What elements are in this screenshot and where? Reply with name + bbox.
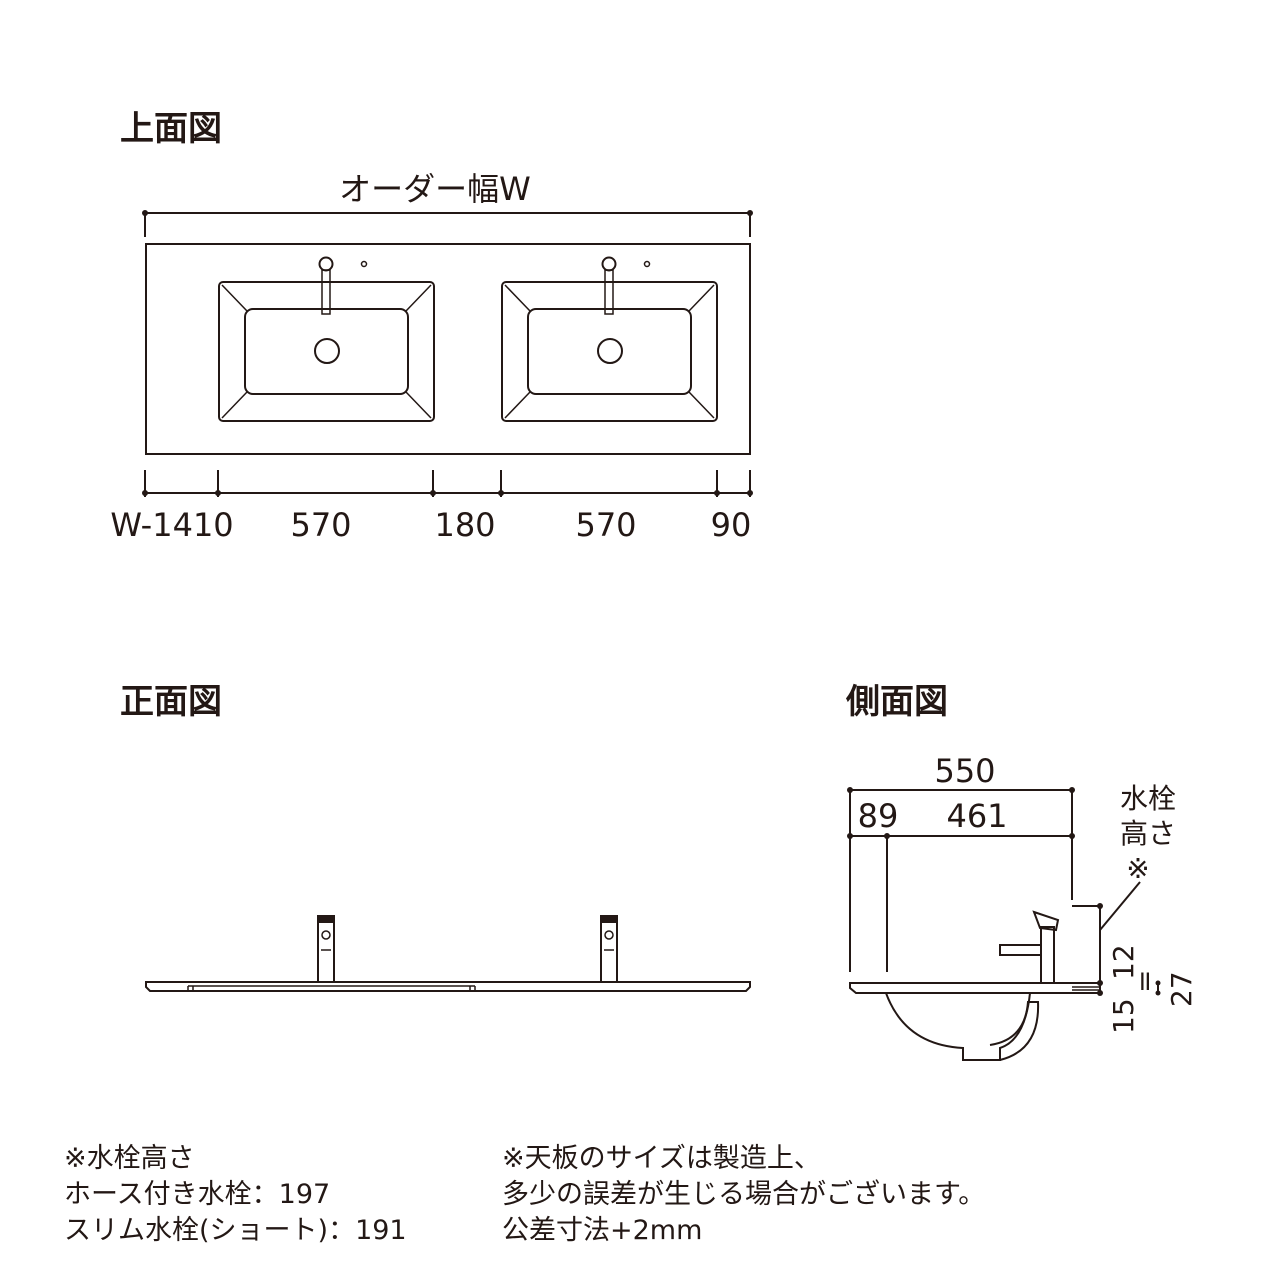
- countertop-outline: [145, 243, 751, 455]
- note-line: 公差寸法+2mm: [502, 1215, 703, 1246]
- front-view-title: 正面図: [120, 682, 222, 722]
- note-line: 多少の誤差が生じる場合がございます。: [502, 1179, 986, 1210]
- dim-front-89: 89: [858, 797, 899, 835]
- dim-12: 12: [1107, 944, 1140, 980]
- dim-27: 27: [1165, 971, 1198, 1007]
- top-view: 上面図 オーダー幅W: [110, 109, 753, 544]
- dim-center-gap: 180: [434, 506, 495, 544]
- left-drain: [314, 338, 340, 364]
- top-view-title: 上面図: [120, 109, 222, 149]
- front-view: 正面図: [120, 682, 751, 992]
- right-basin: [501, 256, 718, 422]
- side-faucet: [999, 910, 1060, 984]
- right-drain: [597, 338, 623, 364]
- bottom-dimension-chain: W-1410 570 180 570 90: [110, 470, 753, 544]
- side-view: 側面図 550 89 461: [845, 682, 1198, 1061]
- right-faucet: [601, 256, 617, 272]
- dim-right-margin: 90: [711, 506, 752, 544]
- under-basin-bowl: [885, 992, 1031, 1061]
- dim-basin-right: 570: [575, 506, 636, 544]
- dim-15: 15: [1107, 998, 1140, 1034]
- dim-total-depth: 550: [934, 752, 995, 790]
- front-faucet-left: [317, 915, 335, 983]
- note-line: ※天板のサイズは製造上、: [502, 1143, 821, 1174]
- dim-eq: =: [1128, 970, 1161, 993]
- faucet-height-label-1: 水栓: [1120, 782, 1176, 815]
- notes-faucet-height: ※水栓高さ ホース付き水栓：197 スリム水栓(ショート)：191: [64, 1141, 407, 1249]
- side-view-title: 側面図: [845, 682, 948, 722]
- front-countertop: [145, 981, 751, 992]
- width-label: オーダー幅W: [339, 170, 531, 208]
- front-faucet-right: [600, 915, 618, 983]
- note-line: スリム水栓(ショート)：191: [64, 1215, 407, 1246]
- left-basin: [218, 256, 435, 422]
- width-dimension: オーダー幅W: [142, 170, 753, 237]
- dim-left-margin: W-1410: [110, 506, 233, 544]
- faucet-height-label-2: 高さ: [1120, 817, 1176, 850]
- left-faucet: [318, 256, 334, 272]
- side-countertop: [849, 982, 1101, 994]
- note-line: ※水栓高さ: [64, 1143, 195, 1174]
- dim-rear-461: 461: [946, 797, 1007, 835]
- dim-basin-left: 570: [290, 506, 351, 544]
- notes-tolerance: ※天板のサイズは製造上、 多少の誤差が生じる場合がございます。 公差寸法+2mm: [502, 1141, 985, 1249]
- drain-trap: [989, 1001, 1040, 1061]
- faucet-height-label-mark: ※: [1126, 852, 1149, 885]
- note-line: ホース付き水栓：197: [64, 1179, 331, 1210]
